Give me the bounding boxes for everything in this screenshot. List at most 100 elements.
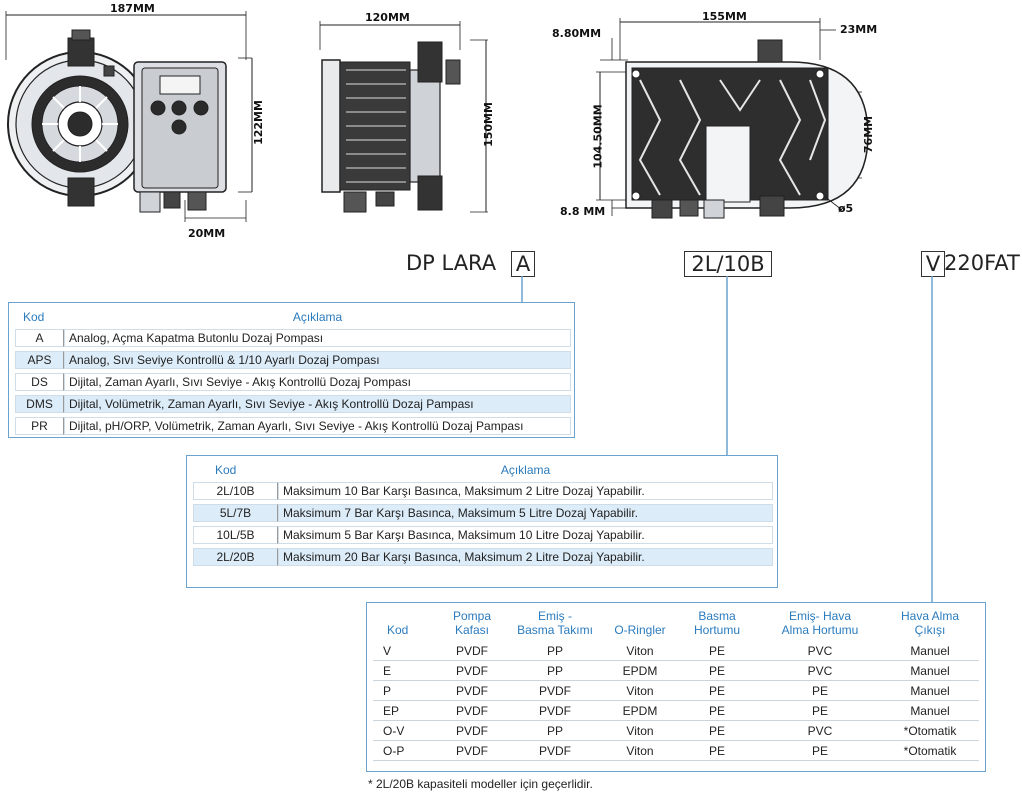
capacity-table-header-desc: Açıklama xyxy=(500,463,551,477)
model-code-type: A xyxy=(511,251,535,277)
material-cell: Viton xyxy=(605,641,675,661)
material-cell: PE xyxy=(675,680,759,701)
material-cell: PVDF xyxy=(505,740,605,761)
table-row: DS Dijital, Zaman Ayarlı, Sıvı Seviye - … xyxy=(15,373,571,391)
material-cell: PE xyxy=(759,740,881,761)
table-row: APS Analog, Sıvı Seviye Kontrollü & 1/10… xyxy=(15,351,571,369)
type-code: DS xyxy=(15,373,64,391)
material-cell: PVDF xyxy=(439,700,505,721)
material-cell: PVDF xyxy=(439,720,505,741)
capacity-desc: Maksimum 10 Bar Karşı Basınca, Maksimum … xyxy=(278,482,773,500)
table-row: A Analog, Açma Kapatma Butonlu Dozaj Pom… xyxy=(15,329,571,347)
material-cell: Viton xyxy=(605,740,675,761)
footnote: * 2L/20B kapasiteli modeller için geçerl… xyxy=(368,777,593,791)
capacity-table-panel: Kod Açıklama 2L/10B Maksimum 10 Bar Karş… xyxy=(186,455,778,588)
table-row: P PVDF PVDF Viton PE PE Manuel xyxy=(373,680,979,701)
type-desc: Dijital, pH/ORP, Volümetrik, Zaman Ayarl… xyxy=(64,417,571,435)
connector-lines xyxy=(521,276,933,602)
type-code: PR xyxy=(15,417,64,435)
dim-front-width: 187MM xyxy=(110,2,155,15)
type-code: DMS xyxy=(15,395,64,413)
capacity-desc: Maksimum 5 Bar Karşı Basınca, Maksimum 1… xyxy=(278,526,773,544)
material-cell: PVDF xyxy=(439,660,505,681)
table-row: V PVDF PP Viton PE PVC Manuel xyxy=(373,641,979,661)
type-desc: Dijital, Zaman Ayarlı, Sıvı Seviye - Akı… xyxy=(64,373,571,391)
table-row: PR Dijital, pH/ORP, Volümetrik, Zaman Ay… xyxy=(15,417,571,435)
material-cell: PVC xyxy=(759,720,881,741)
capacity-desc: Maksimum 20 Bar Karşı Basınca, Maksimum … xyxy=(278,548,773,566)
side-view-drawing xyxy=(319,21,488,213)
type-table-panel: Kod Açıklama A Analog, Açma Kapatma Buto… xyxy=(8,302,575,438)
dim-hole: ø5 xyxy=(838,202,854,215)
material-cell: O-V xyxy=(373,720,439,741)
technical-drawings xyxy=(5,11,869,222)
material-cell: Manuel xyxy=(881,700,979,721)
material-cell: Manuel xyxy=(881,641,979,661)
table-row: 10L/5B Maksimum 5 Bar Karşı Basınca, Mak… xyxy=(193,526,773,544)
material-cell: E xyxy=(373,660,439,681)
capacity-code: 2L/20B xyxy=(193,548,278,566)
material-cell: *Otomatik xyxy=(881,740,979,761)
material-cell: PP xyxy=(505,660,605,681)
type-table-header-desc: Açıklama xyxy=(292,310,343,324)
material-cell: V xyxy=(373,641,439,661)
material-header-orings: O-Ringler xyxy=(614,623,666,637)
material-cell: PE xyxy=(759,680,881,701)
material-cell: PE xyxy=(675,700,759,721)
material-header-code: Kod xyxy=(387,623,409,637)
type-desc: Analog, Açma Kapatma Butonlu Dozaj Pompa… xyxy=(64,329,571,347)
material-cell: Viton xyxy=(605,720,675,741)
table-row: 5L/7B Maksimum 7 Bar Karşı Basınca, Maks… xyxy=(193,504,773,522)
material-cell: PE xyxy=(675,641,759,661)
dim-front-bottom: 20MM xyxy=(188,227,226,240)
table-row: 2L/10B Maksimum 10 Bar Karşı Basınca, Ma… xyxy=(193,482,773,500)
model-code-material: V xyxy=(921,251,945,277)
material-cell: P xyxy=(373,680,439,701)
type-table: Kod Açıklama A Analog, Açma Kapatma Buto… xyxy=(15,305,571,439)
material-cell: EPDM xyxy=(605,700,675,721)
material-cell: PE xyxy=(675,740,759,761)
material-header-suction: Emiş -Basma Takımı xyxy=(517,609,593,637)
material-cell: PVDF xyxy=(439,641,505,661)
material-cell: PE xyxy=(675,660,759,681)
table-row: DMS Dijital, Volümetrik, Zaman Ayarlı, S… xyxy=(15,395,571,413)
material-cell: Manuel xyxy=(881,680,979,701)
model-suffix: 220FAT xyxy=(944,251,1020,275)
table-row: 2L/20B Maksimum 20 Bar Karşı Basınca, Ma… xyxy=(193,548,773,566)
material-cell: PE xyxy=(675,720,759,741)
material-cell: PVC xyxy=(759,641,881,661)
table-row: O-P PVDF PVDF Viton PE PE *Otomatik xyxy=(373,740,979,761)
material-cell: PVDF xyxy=(505,680,605,701)
material-cell: EP xyxy=(373,700,439,721)
type-code: APS xyxy=(15,351,64,369)
table-row: O-V PVDF PP Viton PE PVC *Otomatik xyxy=(373,720,979,741)
capacity-code: 2L/10B xyxy=(193,482,278,500)
type-desc: Dijital, Volümetrik, Zaman Ayarlı, Sıvı … xyxy=(64,395,571,413)
dim-back-width: 155MM xyxy=(702,10,747,23)
type-desc: Analog, Sıvı Seviye Kontrollü & 1/10 Aya… xyxy=(64,351,571,369)
material-cell: EPDM xyxy=(605,660,675,681)
dim-back-top-left: 8.80MM xyxy=(552,27,602,40)
capacity-code: 10L/5B xyxy=(193,526,278,544)
material-cell: Viton xyxy=(605,680,675,701)
dim-back-top-right: 23MM xyxy=(840,23,878,36)
front-view-drawing xyxy=(5,11,253,222)
dim-back-bottom-left: 8.8 MM xyxy=(560,205,606,218)
material-cell: PP xyxy=(505,641,605,661)
material-cell: PVC xyxy=(759,660,881,681)
material-cell: PE xyxy=(759,700,881,721)
back-view-drawing xyxy=(596,18,869,219)
table-row: E PVDF PP EPDM PE PVC Manuel xyxy=(373,660,979,681)
model-prefix: DP LARA xyxy=(406,251,497,275)
material-cell: PVDF xyxy=(439,740,505,761)
material-cell: PVDF xyxy=(439,680,505,701)
capacity-desc: Maksimum 7 Bar Karşı Basınca, Maksimum 5… xyxy=(278,504,773,522)
capacity-code: 5L/7B xyxy=(193,504,278,522)
type-table-header-code: Kod xyxy=(23,310,45,324)
model-code-capacity: 2L/10B xyxy=(684,251,772,277)
